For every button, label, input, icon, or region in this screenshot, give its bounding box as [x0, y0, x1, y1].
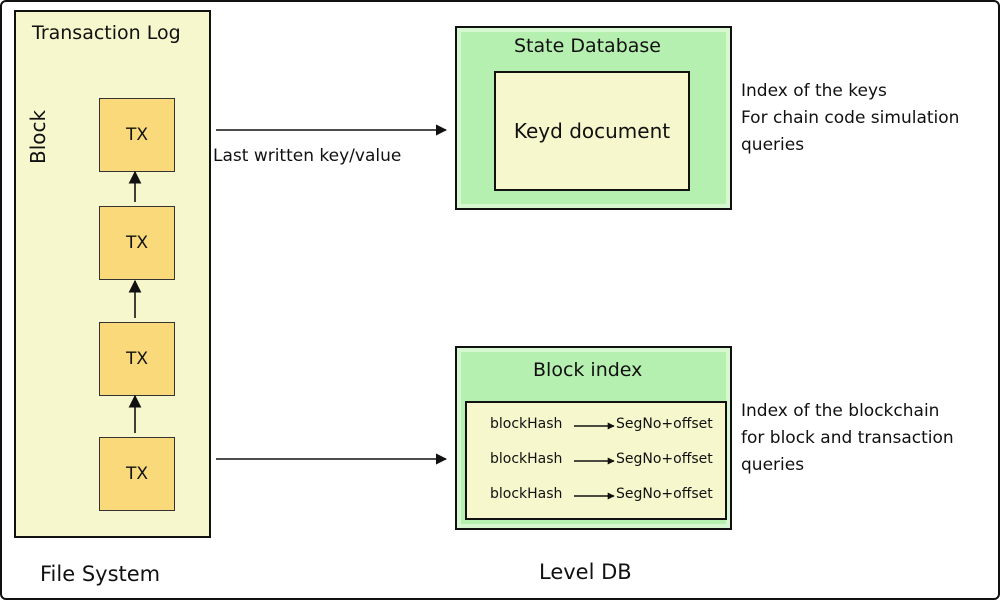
- seg-offset-label-1: SegNo+offset: [616, 416, 713, 432]
- state-database-title: State Database: [514, 35, 661, 57]
- block-hash-label-2: blockHash: [490, 451, 563, 467]
- seg-offset-label-3: SegNo+offset: [616, 486, 713, 502]
- state-db-note-line-1: Index of the keys: [741, 81, 887, 101]
- seg-offset-label-2: SegNo+offset: [616, 451, 713, 467]
- state-db-note: Index of the keys For chain code simulat…: [741, 78, 959, 159]
- last-written-edge-label: Last written key/value: [213, 146, 402, 166]
- block-hash-label-3: blockHash: [490, 486, 563, 502]
- level-db-caption: Level DB: [539, 560, 632, 584]
- block-index-note-line-2: for block and transaction: [741, 428, 954, 448]
- transaction-log-title: Transaction Log: [32, 22, 181, 44]
- tx-box-2: TX: [99, 206, 175, 280]
- block-hash-label-1: blockHash: [490, 416, 563, 432]
- block-index-note-line-3: queries: [741, 455, 805, 475]
- block-index-title: Block index: [533, 359, 643, 381]
- state-db-note-line-2: For chain code simulation: [741, 108, 960, 128]
- keyd-document-box: Keyd document: [494, 71, 690, 191]
- file-system-caption: File System: [40, 562, 161, 586]
- block-index-note-line-1: Index of the blockchain: [741, 401, 940, 421]
- tx-box-4: TX: [99, 437, 175, 511]
- block-index-note: Index of the blockchain for block and tr…: [741, 398, 954, 479]
- tx-box-1: TX: [99, 98, 175, 172]
- state-db-note-line-3: queries: [741, 135, 805, 155]
